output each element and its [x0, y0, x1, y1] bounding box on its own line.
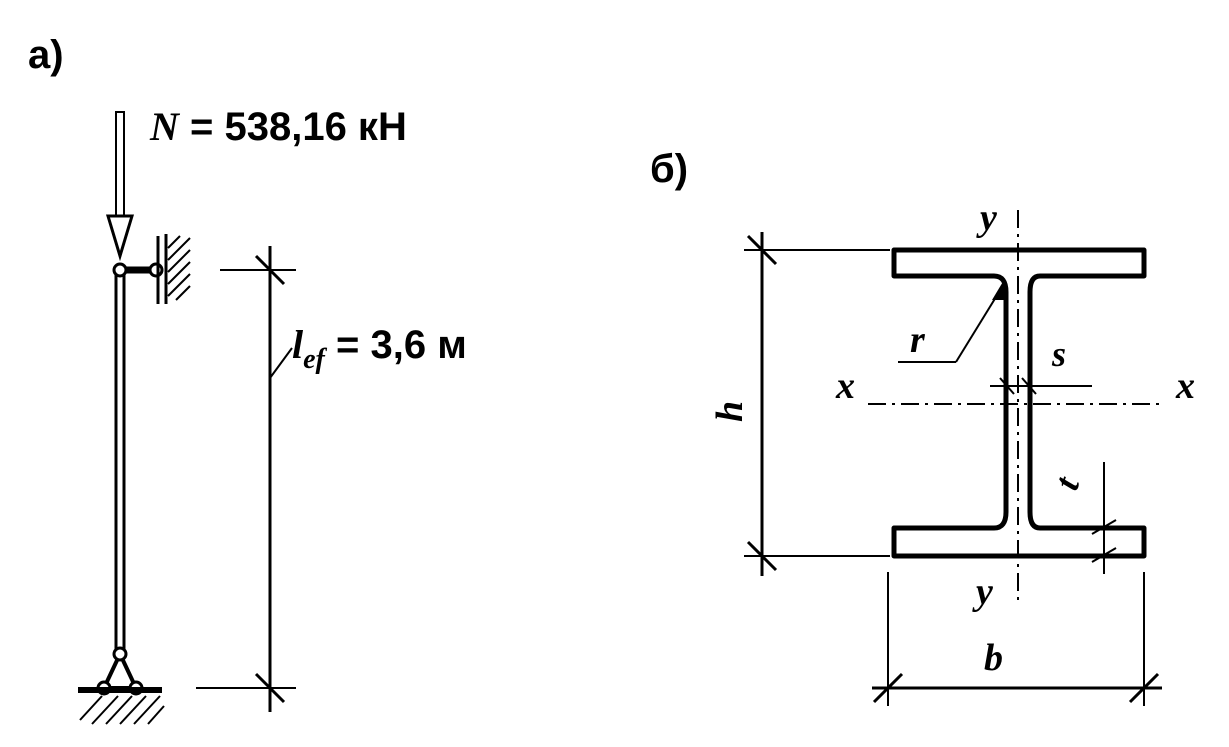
flange-thickness-dimension	[1091, 462, 1117, 574]
panel-b-label: б)	[650, 147, 688, 191]
height-label: h	[709, 401, 751, 422]
web-thickness-label: s	[1051, 334, 1066, 374]
top-support	[112, 234, 191, 304]
axis-y-bottom-label: y	[972, 571, 993, 613]
radius-label: r	[910, 319, 926, 361]
force-arrow	[105, 111, 135, 262]
web-thickness-dimension	[990, 377, 1092, 395]
i-beam-section	[891, 247, 1147, 559]
axis-y-top-label: y	[976, 197, 997, 239]
length-label: lef = 3,6 м	[292, 322, 467, 375]
bottom-support	[78, 646, 165, 725]
axis-x-left-label: x	[835, 365, 855, 407]
width-dimension	[872, 572, 1162, 706]
column	[114, 270, 126, 652]
radius-leader	[898, 280, 1005, 363]
axis-x-right-label: x	[1175, 365, 1195, 407]
flange-thickness-label: t	[1046, 471, 1087, 495]
width-label: b	[984, 637, 1003, 679]
length-dimension	[196, 246, 296, 712]
height-dimension	[744, 232, 890, 576]
force-label: N = 538,16 кН	[149, 104, 407, 149]
panel-a-label: а)	[28, 33, 64, 77]
